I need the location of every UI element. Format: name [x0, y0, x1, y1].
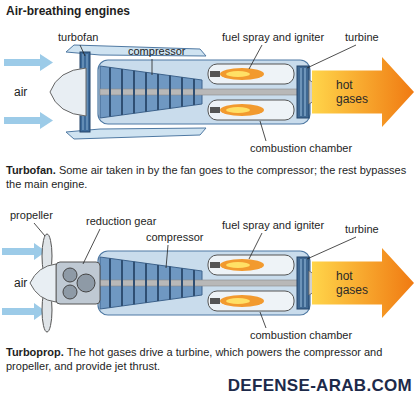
air-label: air [14, 85, 27, 99]
part-label: compressor [128, 45, 185, 58]
air-arrow [40, 112, 53, 129]
part-label: reduction gear [86, 215, 156, 228]
caption: Turboprop.The hot gases drive a turbine,… [6, 345, 414, 373]
gear [77, 274, 95, 292]
part-label: turbine [345, 223, 379, 236]
air-arrow [4, 117, 40, 124]
arrow-body [312, 248, 414, 318]
part-label: fuel spray and igniter [222, 31, 324, 44]
part-label: combustion chamber [250, 142, 352, 155]
title: Air-breathing engines [6, 4, 130, 19]
hot-gas-arrow: hot gases [312, 56, 416, 128]
part-label: propeller [10, 209, 53, 222]
air-arrow [2, 248, 34, 255]
arrow-text: hot gases [336, 78, 376, 106]
part-label: turbofan [58, 31, 98, 44]
part-label: combustion chamber [250, 329, 352, 342]
caption-heading: Turboprop. [6, 346, 64, 358]
part-label: compressor [146, 231, 203, 244]
engine-core [98, 60, 330, 124]
gear [63, 268, 77, 282]
air-arrow [40, 54, 53, 71]
engine-core [98, 251, 330, 315]
gear [63, 285, 77, 299]
caption-text: Some air taken in by the fan goes to the… [6, 164, 406, 190]
spinner [30, 264, 56, 302]
part-label: fuel spray and igniter [222, 219, 324, 232]
reduction-gear-box [56, 262, 100, 304]
hot-gas-arrow: hot gases [312, 247, 416, 319]
part-label: turbine [345, 31, 379, 44]
watermark: DEFENSE-ARAB.COM [228, 376, 412, 396]
air-arrow [2, 308, 34, 315]
air-label: air [14, 276, 27, 290]
caption: Turbofan.Some air taken in by the fan go… [6, 163, 414, 191]
arrow-body [312, 57, 414, 127]
caption-heading: Turbofan. [6, 164, 56, 176]
arrow-text: hot gases [336, 269, 376, 297]
air-arrow [4, 59, 40, 66]
spinner [50, 68, 86, 116]
